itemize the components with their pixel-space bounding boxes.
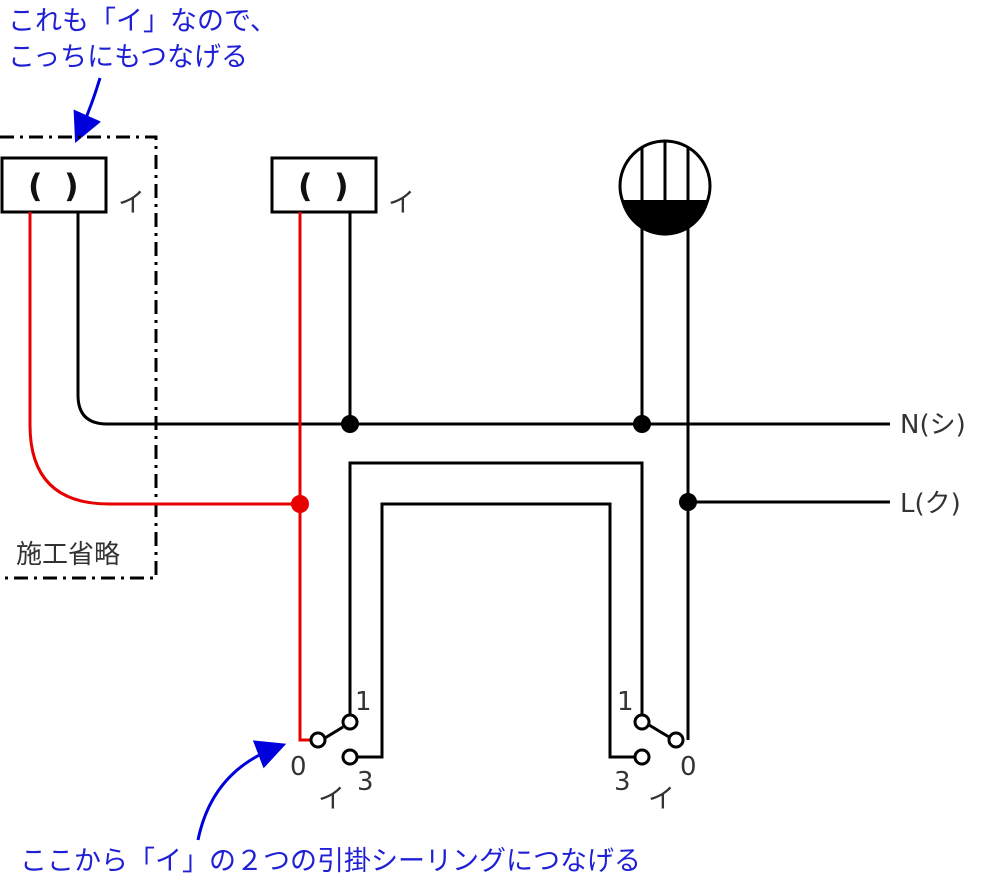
switch-left-terminal-0: 0 bbox=[290, 752, 307, 782]
switch-left-terminal-1: 1 bbox=[355, 687, 372, 717]
red-wires bbox=[28, 212, 318, 742]
bottom-note-arrow bbox=[196, 740, 287, 841]
outlet-left-mark: イ bbox=[118, 188, 145, 219]
outlet-box-left bbox=[0, 156, 108, 214]
omitted-area-label: 施工省略 bbox=[16, 540, 120, 570]
neutral-label: N(シ) bbox=[900, 410, 966, 440]
switch-left-mark: イ bbox=[318, 784, 345, 815]
omitted-area-boundary bbox=[0, 135, 158, 580]
outlet-middle-mark: イ bbox=[388, 188, 415, 219]
line-label: L(ク) bbox=[900, 489, 961, 519]
top-note-line1: これも「イ」なので、 bbox=[8, 6, 277, 37]
neutral-wire bbox=[76, 212, 890, 426]
traveler-1 bbox=[348, 461, 644, 722]
switch-right-icon bbox=[633, 713, 685, 766]
outlet-mid-paren-close: ) bbox=[334, 167, 349, 205]
junction-dot-mid-neutral bbox=[341, 415, 359, 433]
switch-right-terminal-0: 0 bbox=[680, 752, 697, 782]
switch-right-mark: イ bbox=[648, 784, 675, 815]
red-wire-middle bbox=[298, 212, 318, 742]
junction-dot-lamp-neutral bbox=[633, 415, 651, 433]
top-note-arrow bbox=[73, 77, 102, 143]
junction-dot-line bbox=[679, 493, 697, 511]
lamp-icon bbox=[618, 139, 712, 236]
red-wire-left bbox=[28, 212, 300, 506]
switch-right-terminal-3: 3 bbox=[614, 767, 631, 797]
outlet-left-paren-open: ( bbox=[28, 167, 43, 205]
bottom-note: ここから「イ」の２つの引掛シーリングにつなげる bbox=[20, 846, 641, 877]
switch-left-icon bbox=[309, 713, 359, 766]
junction-dot-red bbox=[291, 495, 309, 513]
switch-left-terminal-3: 3 bbox=[357, 767, 374, 797]
top-note-line2: こっちにもつなげる bbox=[8, 42, 248, 73]
traveler-3 bbox=[350, 502, 642, 759]
black-wires bbox=[76, 212, 890, 759]
outlet-mid-paren-open: ( bbox=[298, 167, 313, 205]
outlet-left-paren-close: ) bbox=[64, 167, 79, 205]
outlet-box-middle bbox=[270, 156, 378, 214]
switch-right-terminal-1: 1 bbox=[617, 687, 634, 717]
